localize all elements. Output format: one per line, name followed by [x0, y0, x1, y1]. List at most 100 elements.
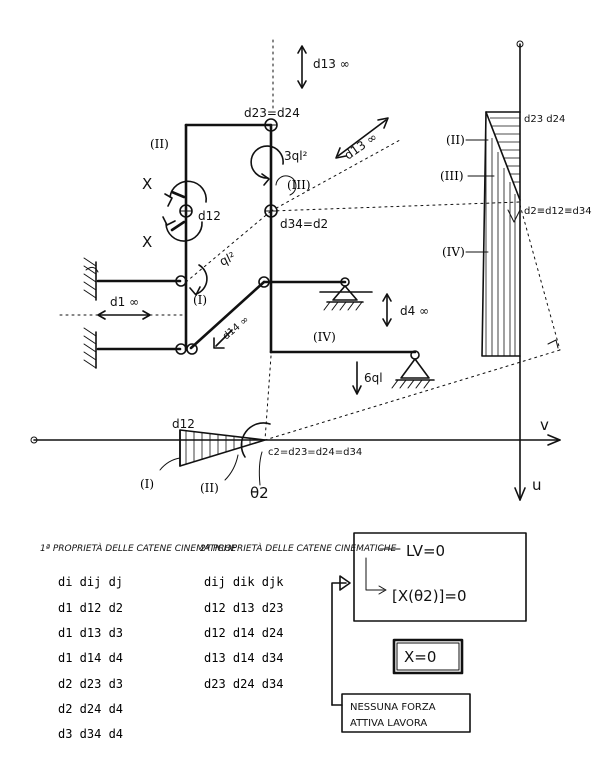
- h-label-theta2: θ2: [250, 484, 269, 502]
- diagram-label-III: (III): [440, 169, 464, 183]
- label-d34-d2: d34=d2: [280, 217, 328, 231]
- second-property-list: 2ª PROPRIETÀ DELLE CATENE CINEMATICHE di…: [200, 542, 397, 691]
- first-property-row: d1 d14 d4: [58, 651, 123, 665]
- displacement-arrow-d14: [213, 329, 233, 349]
- moment-ql2-arrow: [189, 264, 208, 296]
- diagram-label-d23-d24: d23 d24: [524, 114, 565, 125]
- fixed-support-lower: [83, 327, 97, 369]
- hinge-body-I-upper: [175, 275, 187, 287]
- result-box-frame: [392, 638, 464, 675]
- fixed-support-upper: [83, 257, 99, 301]
- triangle-hatching: [185, 431, 251, 464]
- result-box-inner: [396, 642, 460, 671]
- diagram-arrow: [507, 209, 521, 223]
- diagonal-strut: [189, 280, 266, 350]
- second-property-row: d12 d14 d24: [204, 626, 283, 640]
- vertical-displacement-diagram: (II) (III) (IV) d23 d24 d2≡d12≡d34 u: [440, 40, 592, 501]
- pointer-h-I: [159, 457, 181, 471]
- label-body-IV: (IV): [313, 330, 336, 344]
- theta2-arc: [240, 422, 271, 458]
- result-equation: X=0: [404, 648, 436, 666]
- construction-line: [270, 139, 401, 212]
- label-body-I: (I): [193, 293, 207, 307]
- hinge-strut-top: [258, 276, 270, 288]
- second-property-row: d13 d14 d34: [204, 651, 283, 665]
- structure: d23=d24 d13 ∞ d13 ∞ 3ql² d12 d34=d2 ql² …: [59, 39, 561, 441]
- right-angle-mark: [547, 339, 559, 349]
- implication-arrow: [365, 557, 385, 591]
- label-ql2: ql²: [217, 249, 237, 268]
- virtual-work-box: LV=0 [X(θ2)]=0: [353, 532, 527, 622]
- h-axis-origin-dot: [30, 436, 38, 444]
- second-property-header: dij dik djk: [204, 575, 284, 589]
- moment-3ql2-arrow: [250, 145, 284, 186]
- label-d12: d12: [198, 209, 221, 223]
- note-connector: [331, 582, 347, 706]
- moment-III-arrow: [275, 175, 297, 196]
- work-box-frame: [353, 532, 527, 622]
- lv-equation: LV=0: [406, 542, 445, 560]
- diagram-outline: [481, 111, 521, 357]
- note-frame: [341, 693, 471, 733]
- label-body-II: (II): [150, 137, 169, 151]
- label-body-III: (III): [287, 178, 311, 192]
- label-3ql2: 3ql²: [284, 149, 308, 163]
- first-property-row: d2 d24 d4: [58, 702, 123, 716]
- displacement-arrow-d1: [97, 310, 151, 320]
- note-line-2: ATTIVA LAVORA: [350, 718, 427, 729]
- label-X-lower: X: [142, 233, 152, 251]
- diagram-label-II: (II): [446, 133, 465, 147]
- displacement-arrow-d4: [382, 293, 392, 327]
- note-box: NESSUNA FORZA ATTIVA LAVORA: [331, 575, 471, 733]
- pointer-theta2: [258, 451, 263, 486]
- vertical-axis-arrow: [514, 487, 526, 501]
- construction-line: [264, 355, 272, 441]
- label-d4-inf: d4 ∞: [400, 304, 429, 318]
- first-property-row: d3 d34 d4: [58, 727, 123, 741]
- h-label-I: (I): [140, 477, 154, 491]
- axis-label-u: u: [532, 476, 542, 494]
- horizontal-displacement-diagram: d12 c2=d23=d24=d34 θ2 (I) (II) v: [30, 416, 561, 502]
- work-equation: [X(θ2)]=0: [392, 587, 467, 605]
- first-property-row: d1 d13 d3: [58, 626, 123, 640]
- moment-X-arrows: [162, 180, 207, 242]
- diagram-dotted-line: [519, 204, 561, 351]
- pointer-h-II: [224, 454, 239, 481]
- horizontal-axis-arrow: [547, 434, 561, 446]
- displacement-arrow-d3: [297, 45, 307, 89]
- first-property-row: d1 d12 d2: [58, 601, 123, 615]
- second-property-row: d23 d24 d34: [204, 677, 283, 691]
- label-6ql: 6ql: [364, 371, 383, 385]
- label-d1-inf: d1 ∞: [110, 295, 139, 309]
- axis-origin-dot: [516, 40, 524, 48]
- triangle-diagram: [179, 429, 266, 467]
- label-X-upper: X: [142, 175, 152, 193]
- second-property-title: 2ª PROPRIETÀ DELLE CATENE CINEMATICHE: [200, 542, 397, 554]
- diagram-label-d2: d2≡d12≡d34: [524, 206, 592, 217]
- second-property-row: d12 d13 d23: [204, 601, 283, 615]
- h-label-c2: c2=d23=d24=d34: [268, 447, 362, 458]
- h-label-d12: d12: [172, 417, 195, 431]
- axis-label-v: v: [540, 416, 549, 434]
- displacement-arrow-d13: [335, 117, 389, 159]
- diagram-slope: [485, 111, 521, 201]
- label-d13-rotated: d13 ∞: [342, 130, 380, 163]
- hinge-body-I-lower: [175, 343, 187, 355]
- note-line-1: NESSUNA FORZA: [350, 702, 436, 713]
- diagram-hatching: [485, 117, 520, 356]
- label-d13-inf: d13 ∞: [313, 57, 350, 71]
- note-connector-arrowhead: [339, 575, 351, 591]
- first-property-title: 1ª PROPRIETÀ DELLE CATENE CINEMATICHE: [40, 542, 237, 554]
- construction-line: [185, 210, 272, 283]
- first-property-list: 1ª PROPRIETÀ DELLE CATENE CINEMATICHE di…: [40, 542, 237, 741]
- pin-support-lower: [391, 350, 435, 389]
- roller-support-upper: [319, 277, 373, 311]
- label-d23-d24: d23=d24: [244, 106, 300, 120]
- result-box: X=0: [392, 638, 464, 675]
- first-property-header: di dij dj: [58, 575, 123, 589]
- construction-line: [270, 201, 521, 212]
- diagram-label-IV: (IV): [442, 245, 465, 259]
- hinge-strut-base: [186, 343, 198, 355]
- first-property-row: d2 d23 d3: [58, 677, 123, 691]
